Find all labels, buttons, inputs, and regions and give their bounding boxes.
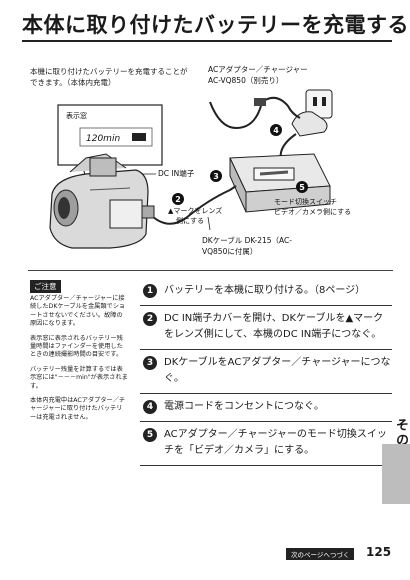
caution-paragraph: 本体内充電中はACアダプター／チャージャーに取り付けたバッテリーは充電されません…	[30, 397, 126, 421]
dk-cable-label-line1: DKケーブル DK-215（AC-	[202, 235, 292, 245]
step-text: バッテリーを本機に取り付ける。（8ページ）	[164, 285, 366, 296]
title-rule	[22, 40, 392, 42]
step-number: 4	[143, 400, 157, 414]
caution-paragraph: バッテリー残量を計算するでは表示窓には"－－－min"が表示されます。	[30, 365, 128, 390]
dc-in-jack-label: DC IN端子	[158, 168, 195, 178]
step-text: 電源コードをコンセントにつなぐ。	[164, 401, 324, 412]
adapter-label-line1: ACアダプター／チャージャー	[208, 64, 308, 74]
step-number: 5	[143, 428, 157, 442]
charging-diagram: 表示窓 120min ACアダプター／チャージャー AC-VQ850（別売り）	[49, 64, 351, 256]
next-page-link[interactable]: 次のページへつづく	[286, 548, 355, 560]
step-item: 4 電源コードをコンセントにつなぐ。	[140, 394, 392, 422]
page-title: 本体に取り付けたバッテリーを充電する	[22, 13, 409, 37]
caution-paragraph: 表示窓に表示されるバッテリー残量時間はファインダーを使用したときの連続撮影時間の…	[30, 334, 123, 359]
battery-level-icon	[132, 133, 146, 141]
step-item: 5 ACアダプター／チャージャーのモード切換スイッチを「ビデオ／カメラ」にする。	[140, 422, 392, 466]
marker-5: 5	[299, 183, 305, 192]
intro-text: 本機に取り付けたバッテリーを充電することができます。（本体内充電）	[30, 67, 188, 87]
marker-3: 3	[213, 172, 219, 181]
adapter-label-line2: AC-VQ850（別売り）	[208, 75, 283, 85]
camcorder-illustration	[49, 153, 149, 249]
step-item: 1 バッテリーを本機に取り付ける。（8ページ）	[140, 278, 392, 306]
section-divider	[28, 270, 393, 271]
display-value: 120min	[86, 134, 120, 144]
marker-2: 2	[175, 195, 181, 204]
caution-heading: ご注意	[30, 280, 61, 293]
display-window-label: 表示窓	[66, 111, 87, 120]
step-text: ACアダプター／チャージャーのモード切換スイッチを「ビデオ／カメラ」にする。	[164, 429, 387, 456]
step-text: DC IN端子カバーを開け、DKケーブルを▲マークをレンズ側にして、本機のDC …	[164, 313, 384, 340]
caution-paragraph: ACアダプター／チャージャーに接続したDKケーブルを金属類でショートさせないでく…	[30, 295, 126, 328]
step-list: 1 バッテリーを本機に取り付ける。（8ページ） 2 DC IN端子カバーを開け、…	[140, 278, 392, 466]
arrow-lens-label-line1: ▲マークをレンズ	[168, 206, 222, 215]
power-outlet-illustration	[209, 89, 333, 137]
step-number: 2	[143, 312, 157, 326]
step-item: 3 DKケーブルをACアダプター／チャージャーにつなぐ。	[140, 350, 392, 394]
page-number: 125	[366, 545, 392, 559]
section-tab	[382, 444, 410, 504]
marker-4: 4	[273, 126, 279, 135]
step-text: DKケーブルをACアダプター／チャージャーにつなぐ。	[164, 357, 391, 384]
arrow-lens-label-line2: 側にする	[176, 216, 204, 225]
mode-switch-label-line2: ビデオ／カメラ側にする	[274, 207, 351, 216]
step-number: 1	[143, 284, 157, 298]
mode-switch-label-line1: モード切換スイッチ	[274, 197, 337, 206]
step-number: 3	[143, 356, 157, 370]
step-item: 2 DC IN端子カバーを開け、DKケーブルを▲マークをレンズ側にして、本機のD…	[140, 306, 392, 350]
caution-notes: ACアダプター／チャージャーに接続したDKケーブルを金属類でショートさせないでく…	[30, 295, 128, 428]
dk-cable-label-line2: VQ850に付属）	[202, 246, 257, 256]
